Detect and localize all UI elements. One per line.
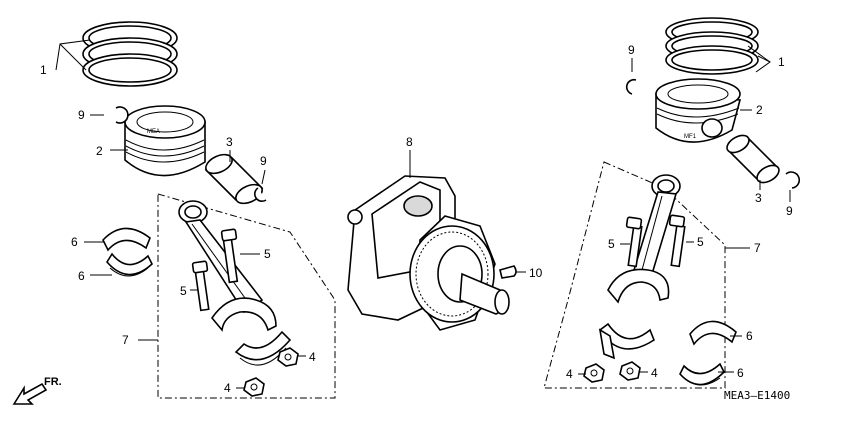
callout-woodruff-key: 10 xyxy=(529,266,543,280)
callout-piston-right: 2 xyxy=(756,103,763,117)
conrod-nut-right-b xyxy=(619,361,641,381)
callout-bearing-left-b: 6 xyxy=(78,269,85,283)
callout-piston-left: 2 xyxy=(96,144,103,158)
crankshaft xyxy=(347,175,510,331)
piston-pin-right xyxy=(726,134,780,184)
callout-conrod-left: 7 xyxy=(122,333,129,347)
front-label: FR. xyxy=(44,376,62,388)
callout-bolt-left-b: 5 xyxy=(180,284,187,298)
callout-bearing-right-b: 6 xyxy=(737,366,744,380)
piston-stamp-right: MF1 xyxy=(684,134,697,140)
callout-nut-left-a: 4 xyxy=(309,350,316,364)
callout-nut-left-b: 4 xyxy=(224,381,231,395)
piston-pin-clip-right-a xyxy=(625,78,637,95)
bearing-right-b xyxy=(679,362,725,386)
callout-piston-rings-left: 1 xyxy=(40,63,47,77)
conrod-group-outline-left xyxy=(157,193,336,399)
piston-pin-clip-left-b xyxy=(254,187,267,203)
conrod-cap-right xyxy=(598,322,655,360)
callout-bolt-right-b: 5 xyxy=(697,235,704,249)
bearing-left-b xyxy=(106,252,153,277)
piston-stamp-left: MEA xyxy=(147,129,160,135)
callout-clip-right-a: 9 xyxy=(628,43,635,57)
piston-rings-right xyxy=(665,17,759,75)
callout-clip-left-a: 9 xyxy=(78,108,85,122)
callout-piston-rings-right: 1 xyxy=(778,55,785,69)
callout-crankshaft: 8 xyxy=(406,135,413,149)
conrod-nut-left-a xyxy=(277,347,299,367)
callout-bolt-left-a: 5 xyxy=(264,247,271,261)
callout-piston-pin-left: 3 xyxy=(226,135,233,149)
callout-bolt-right-a: 5 xyxy=(608,237,615,251)
conrod-bolt-right-b xyxy=(668,214,686,268)
piston-left: MEA xyxy=(124,105,206,177)
piston-pin-clip-right-b xyxy=(785,171,801,189)
conrod-bolt-left-b xyxy=(191,260,210,312)
callout-bearing-right-a: 6 xyxy=(746,329,753,343)
piston-pin-left xyxy=(204,153,264,205)
callout-conrod-right: 7 xyxy=(754,241,761,255)
conrod-right xyxy=(607,174,681,304)
conrod-bolt-right-a xyxy=(625,216,643,268)
diagram-code: MEA3—E1400 xyxy=(724,389,790,402)
callout-piston-pin-right: 3 xyxy=(755,191,762,205)
bearing-left-a xyxy=(102,227,151,252)
conrod-nut-left-b xyxy=(243,377,265,397)
piston-right: MF1 xyxy=(655,78,742,143)
piston-rings-left xyxy=(82,21,178,87)
conrod-bolt-left-a xyxy=(220,228,239,284)
bearing-right-a xyxy=(689,320,737,346)
callout-clip-right-b: 9 xyxy=(786,204,793,218)
woodruff-key xyxy=(499,265,517,279)
conrod-left xyxy=(178,200,277,332)
front-arrow-icon xyxy=(12,382,48,405)
front-direction-marker: FR. xyxy=(12,376,62,405)
callout-clip-left-b: 9 xyxy=(260,154,267,168)
piston-pin-clip-left-a xyxy=(115,106,129,124)
callout-nut-right-a: 4 xyxy=(566,367,573,381)
conrod-nut-right-a xyxy=(583,363,605,383)
callout-nut-right-b: 4 xyxy=(651,366,658,380)
callout-bearing-left-a: 6 xyxy=(71,235,78,249)
